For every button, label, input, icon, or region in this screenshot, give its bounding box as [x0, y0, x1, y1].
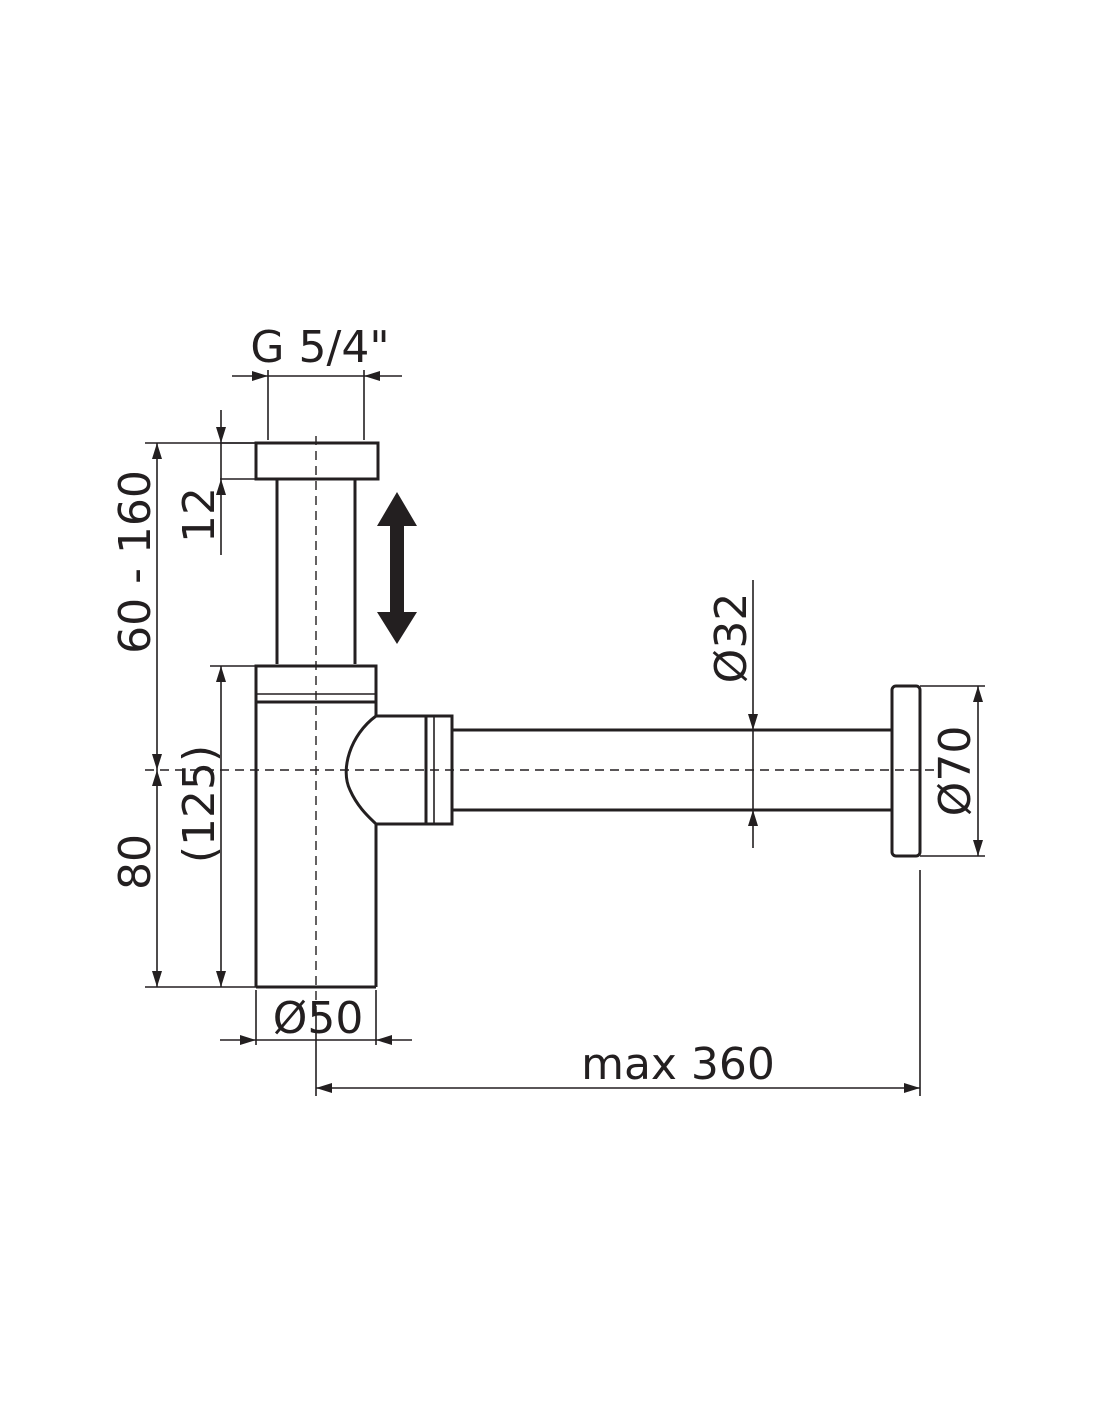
wall-flange: [890, 684, 922, 858]
body-height-label: (125): [174, 745, 225, 863]
pipe-diameter-label: Ø32: [706, 593, 757, 684]
outlet-height-label: 80: [110, 834, 161, 890]
thread-label: G 5/4": [250, 322, 389, 373]
flange-diameter-label: Ø70: [930, 726, 981, 817]
max-length-label: max 360: [581, 1039, 775, 1090]
nut-height-label: 12: [174, 487, 225, 543]
siphon-outline: [254, 441, 922, 989]
dimension-lines: [145, 370, 985, 1096]
bottle-diameter-label: Ø50: [273, 993, 364, 1044]
top-nut: [254, 441, 380, 481]
center-lines: [145, 436, 935, 1010]
height-adjust-arrow: [377, 492, 417, 644]
height-range-label: 60 - 160: [110, 470, 161, 654]
